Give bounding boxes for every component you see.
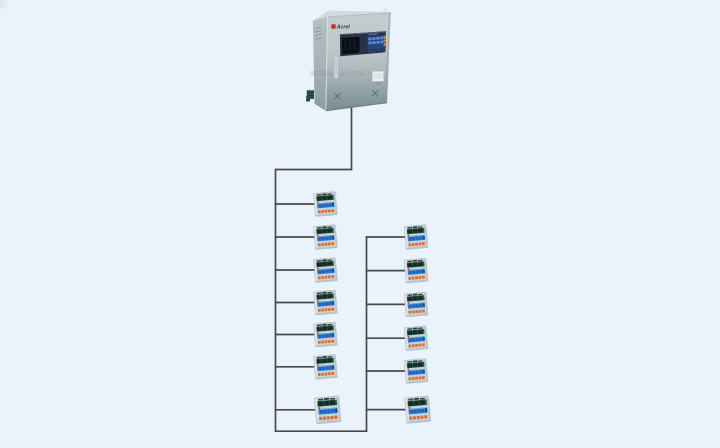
svg-text:安科瑞电气股份有限公司: 安科瑞电气股份有限公司 xyxy=(310,70,376,78)
svg-text:Acrel: Acrel xyxy=(336,24,351,30)
